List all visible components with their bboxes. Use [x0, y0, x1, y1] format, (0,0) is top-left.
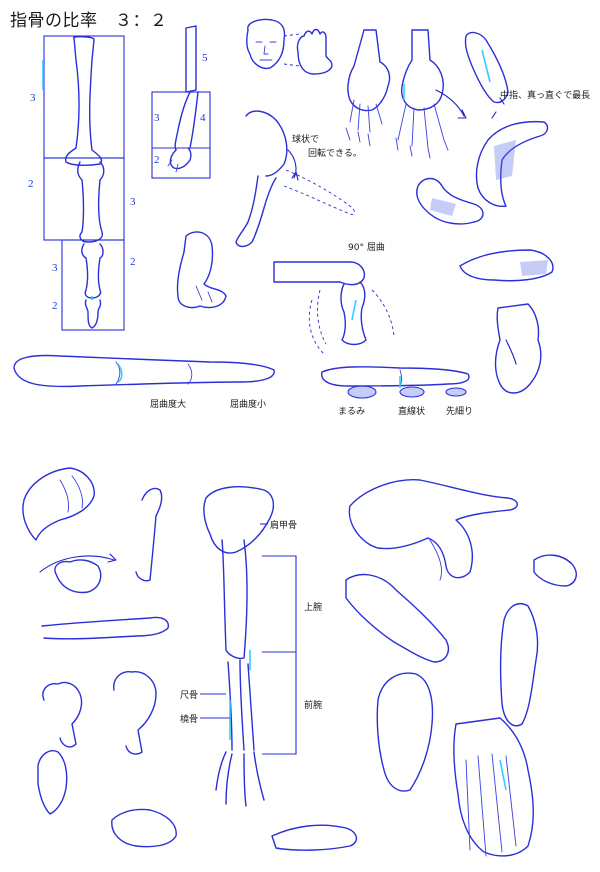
gesture-arm-up	[135, 487, 163, 582]
head-hand-comparison	[245, 18, 333, 75]
finger-shape-bar	[321, 366, 470, 387]
ulna-label: 尺骨	[180, 691, 199, 701]
forearm-bones	[227, 659, 255, 751]
shape-straight-label: 直線状	[398, 407, 426, 417]
upper-arm-bone	[185, 25, 197, 93]
hand-flexion-1	[475, 120, 549, 207]
sphere-label-2: 回転できる。	[308, 149, 362, 159]
ratio-label: 3	[30, 92, 36, 104]
wrist-joint-sketch	[176, 231, 227, 309]
hand-side-view-top-right	[464, 31, 509, 119]
proportion-box-top	[43, 35, 125, 159]
forearm-outline	[174, 91, 191, 151]
proximal-phalanx	[77, 161, 105, 243]
small-hand-sketch	[169, 147, 192, 170]
ratio-label: 2	[28, 178, 34, 190]
flex-small-label: 屈曲度小	[230, 400, 267, 410]
ratio-label: 4	[200, 112, 206, 124]
flex-large-label: 屈曲度大	[150, 400, 187, 410]
hand-sketch-a	[347, 29, 391, 112]
humerus-head	[245, 110, 288, 177]
middle-finger-label: 中指、真っ直ぐで最長	[500, 91, 591, 101]
distal-phalanx	[84, 299, 102, 329]
shape-round-label: まるみ	[338, 407, 366, 417]
gesture-hand-fist-2	[42, 681, 83, 748]
ratio-label: 3	[130, 196, 136, 208]
hand-flexion-2	[416, 177, 484, 225]
ratio-label: 2	[154, 154, 160, 166]
humerus-bone	[221, 539, 248, 660]
head-sketch	[245, 18, 286, 70]
finger-curvature-comparison	[13, 354, 470, 399]
shoulder-joint-sketch	[235, 110, 355, 248]
ratio-label: 2	[130, 256, 136, 268]
wrist-bones	[176, 231, 227, 309]
finger-bone-proportion-diagram	[42, 35, 125, 331]
large-hand-reaching	[345, 573, 450, 663]
large-hand-spread	[348, 479, 518, 579]
page-title: 指骨の比率 ３：２	[10, 11, 168, 31]
gesture-hand-1	[22, 467, 95, 541]
gesture-open-palm	[113, 671, 157, 755]
large-hand-sketches	[345, 479, 577, 857]
hand-movement-sketches	[345, 29, 467, 159]
hand-gesture-sketches	[22, 467, 357, 851]
humerus-shaft	[235, 175, 277, 248]
proportion-box-bottom	[61, 239, 125, 331]
radius-label: 橈骨	[180, 715, 199, 725]
gesture-hand-bottom-left	[37, 750, 68, 815]
hand-flexion-3	[459, 249, 554, 282]
flex-90-diagram	[273, 261, 395, 355]
large-hand-upright	[376, 672, 434, 792]
open-hand-sketch	[296, 28, 333, 75]
gesture-grasp	[111, 808, 177, 848]
arm-proportion-box	[151, 91, 211, 179]
ratio-label: 3	[154, 112, 160, 124]
ratio-label: 5	[202, 52, 208, 64]
gesture-outstretched-arm	[41, 616, 169, 640]
flex-90-label: 90° 屈曲	[348, 243, 385, 253]
scapula-sketch	[203, 486, 275, 554]
scapula-label: 肩甲骨	[270, 521, 298, 531]
middle-phalanx	[81, 243, 104, 299]
finger-curve-large	[13, 354, 275, 388]
gesture-flat-hand	[271, 824, 357, 851]
middle-finger-hand	[464, 31, 509, 104]
hand-flexion-sketches	[416, 120, 554, 394]
proximal-bone-horizontal	[273, 261, 366, 286]
sphere-label-1: 球状で	[292, 135, 320, 145]
forearm-label: 前腕	[304, 701, 323, 711]
wrist-top-view	[494, 303, 542, 394]
hand-skeleton-bottom	[215, 751, 265, 807]
hand-skeleton-large	[453, 717, 534, 857]
upper-arm-label: 上腕	[304, 603, 323, 613]
arm-skeleton-diagram	[200, 486, 297, 807]
ratio-label: 3	[52, 262, 58, 274]
hand-sketch-b	[400, 29, 444, 111]
shape-taper-label: 先細り	[446, 407, 474, 417]
metacarpal-bone	[64, 35, 103, 167]
hand-pointing-up	[499, 602, 539, 727]
arm-proportion-diagram	[151, 25, 211, 179]
small-hand-top-right	[533, 554, 577, 587]
gesture-fist	[54, 559, 102, 594]
ratio-label: 2	[52, 300, 58, 312]
middle-bone-vertical	[340, 281, 367, 346]
